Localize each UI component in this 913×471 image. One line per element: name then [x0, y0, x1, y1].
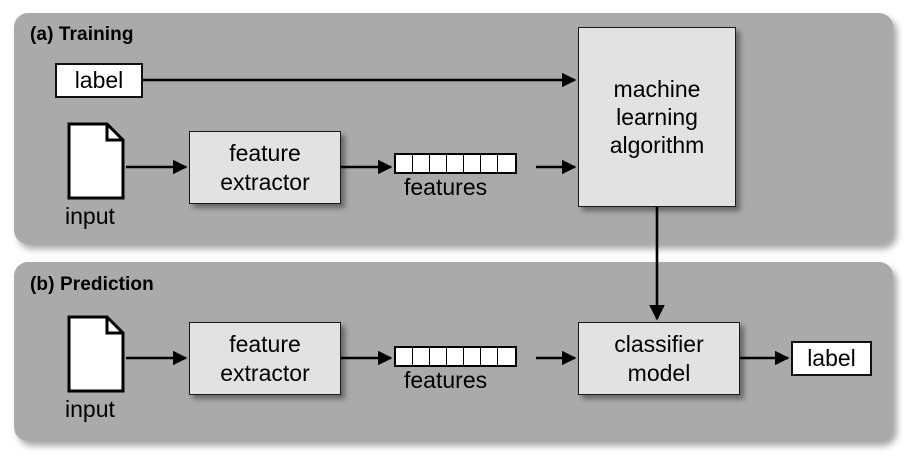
feature-cell	[447, 155, 464, 172]
algorithm-line-2: learning	[616, 103, 698, 130]
feature-extractor-line-1: feature	[229, 331, 301, 358]
feature-extractor-line-1: feature	[229, 140, 301, 167]
feature-cell	[498, 155, 515, 172]
panel-training	[14, 13, 893, 244]
feature-cell	[430, 348, 447, 365]
feature-cell	[481, 348, 498, 365]
feature-cell	[413, 348, 430, 365]
feature-cell	[498, 348, 515, 365]
prediction-feature-extractor-box: feature extractor	[189, 322, 341, 395]
prediction-features-vector	[394, 346, 517, 367]
feature-cell	[464, 348, 481, 365]
machine-learning-algorithm-box: machine learning algorithm	[578, 27, 736, 207]
panel-prediction-title: (b) Prediction	[30, 274, 154, 295]
feature-cell	[447, 348, 464, 365]
feature-cell	[396, 155, 413, 172]
algorithm-line-3: algorithm	[609, 132, 705, 159]
feature-cell	[413, 155, 430, 172]
training-features-vector	[394, 153, 517, 174]
feature-cell	[430, 155, 447, 172]
classifier-line-1: classifier	[614, 331, 704, 358]
feature-extractor-line-2: extractor	[220, 359, 310, 386]
training-feature-extractor-box: feature extractor	[189, 131, 341, 204]
panel-training-title: (a) Training	[30, 24, 134, 45]
classifier-model-box: classifier model	[578, 322, 740, 395]
training-features-caption: features	[404, 174, 488, 200]
feature-cell	[481, 155, 498, 172]
algorithm-line-1: machine	[613, 75, 701, 102]
feature-extractor-line-2: extractor	[220, 168, 310, 195]
input-document-icon	[67, 122, 125, 200]
input-document-icon	[67, 315, 125, 393]
feature-cell	[396, 348, 413, 365]
classifier-line-2: model	[627, 359, 691, 386]
prediction-input-caption: input	[65, 396, 115, 422]
prediction-features-caption: features	[404, 367, 488, 393]
feature-cell	[464, 155, 481, 172]
training-label-chip: label	[55, 63, 143, 98]
prediction-label-chip: label	[791, 341, 872, 376]
training-input-caption: input	[65, 203, 115, 229]
